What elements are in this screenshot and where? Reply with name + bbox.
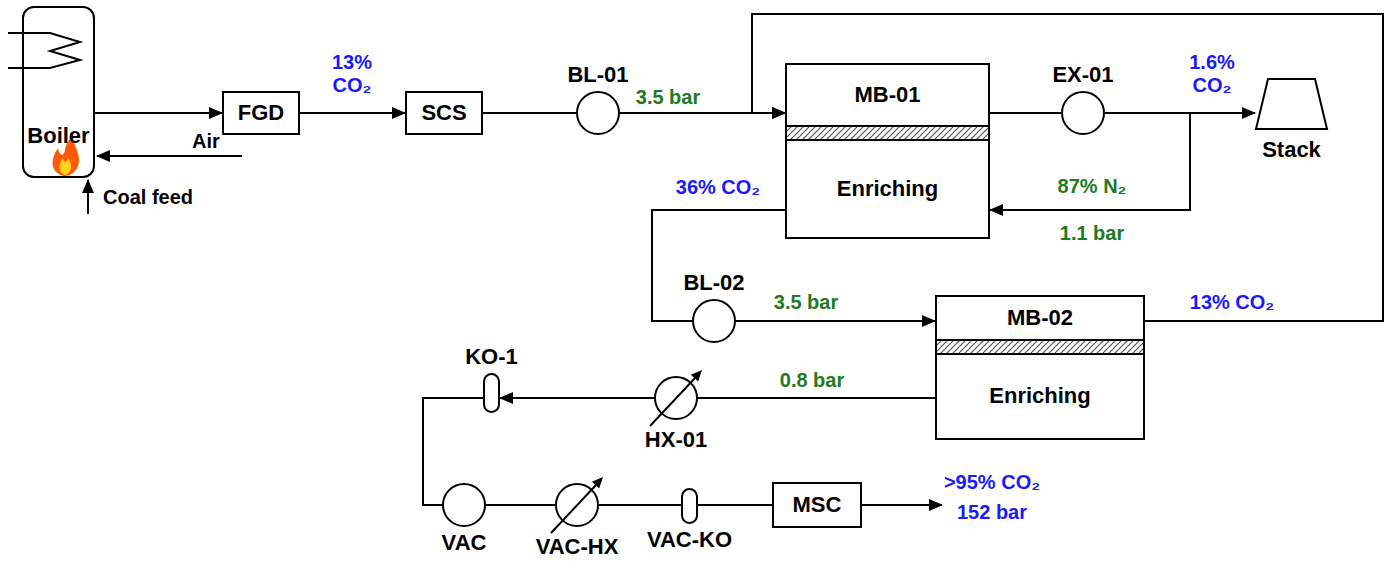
equipment-tag: EX-01	[1052, 63, 1113, 87]
equipment-tag: KO-1	[465, 345, 518, 369]
process-stream	[486, 504, 555, 506]
equipment-tag: VAC-HX	[536, 535, 619, 559]
process-stream	[698, 504, 772, 506]
vacuum-pump-symbol: VAC	[442, 483, 486, 527]
exchanger-arrow-shaft	[551, 484, 597, 533]
knockout-drum: KO-1	[483, 373, 500, 413]
equipment-tag: BL-01	[567, 63, 628, 87]
box-label: MSC	[793, 493, 842, 517]
box-label: SCS	[421, 101, 466, 125]
stream-label: 13% CO₂	[320, 51, 384, 97]
expander-symbol: EX-01	[1061, 91, 1105, 135]
unit-label: MB-02	[937, 297, 1143, 339]
unit-label: Boiler	[24, 124, 93, 148]
knockout-drum: VAC-KO	[681, 488, 698, 524]
heat-exchanger-symbol: VAC-HX	[555, 483, 599, 527]
membrane-hatch-svg	[937, 339, 1143, 355]
side-label: Enriching	[937, 355, 1143, 438]
equipment-tag: HX-01	[645, 428, 707, 452]
exchanger-arrow-shaft	[650, 377, 696, 426]
exchanger-arrow-head	[691, 370, 702, 381]
process-stream	[300, 112, 405, 114]
stack-outline	[1255, 78, 1328, 130]
stream-label: 87% N₂	[1056, 175, 1129, 198]
blower-symbol: BL-01	[576, 91, 620, 135]
blower-symbol: BL-02	[692, 299, 736, 343]
process-stream	[736, 320, 935, 322]
flame-core	[59, 158, 71, 175]
exchanger-arrow	[654, 376, 698, 420]
boiler-coil	[8, 33, 80, 68]
process-stream	[990, 112, 1061, 114]
side-label: Enriching	[787, 141, 988, 237]
process-stream	[500, 397, 654, 399]
air-arrow	[97, 155, 242, 157]
box-label: FGD	[238, 101, 284, 125]
process-stream	[95, 112, 222, 114]
stream-label: 3.5 bar	[634, 86, 702, 109]
equipment-tag: VAC	[442, 531, 487, 555]
process-stream	[698, 397, 935, 399]
equipment-tag: BL-02	[683, 271, 744, 295]
process-stream	[599, 504, 681, 506]
boiler-unit: Boiler	[22, 6, 95, 178]
stream-label: 1.6% CO₂	[1175, 51, 1249, 97]
membrane-hatch	[937, 339, 1143, 355]
stream-label: 36% CO₂	[674, 176, 762, 199]
stream-label: Coal feed	[101, 186, 195, 209]
composition-label: >95% CO₂	[942, 471, 1042, 494]
exchanger-arrow	[555, 483, 599, 527]
unit-label: MB-01	[787, 65, 988, 125]
stream-label: 0.8 bar	[778, 369, 846, 392]
membrane-hatch-svg	[787, 125, 988, 141]
stack-symbol: Stack	[1255, 78, 1328, 130]
process-stream	[483, 112, 576, 114]
exchanger-arrow-head	[592, 477, 603, 488]
membrane-box: MB-01Enriching	[785, 63, 990, 239]
membrane-hatch	[787, 125, 988, 141]
heat-exchanger-symbol: HX-01	[654, 376, 698, 420]
membrane-box: MB-02Enriching	[935, 295, 1145, 440]
product-arrow	[862, 504, 942, 506]
stream-label: 13% CO₂	[1188, 291, 1276, 314]
stack-shape	[1256, 79, 1327, 129]
process-box: MSC	[772, 482, 862, 528]
coal-feed-arrow	[87, 180, 89, 214]
pressure-label: 1.1 bar	[1058, 222, 1126, 245]
pressure-label: 152 bar	[955, 501, 1029, 524]
process-box: SCS	[405, 91, 483, 135]
process-box: FGD	[222, 91, 300, 135]
equipment-tag: Stack	[1262, 138, 1321, 162]
equipment-tag: VAC-KO	[647, 528, 732, 552]
stream-label: Air	[190, 130, 222, 153]
process-stream	[752, 14, 1383, 321]
stream-label: 3.5 bar	[772, 291, 840, 314]
